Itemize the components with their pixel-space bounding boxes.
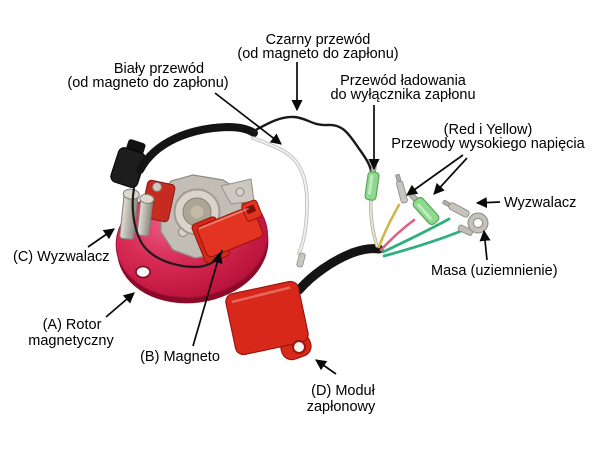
label-przewod-ladowania-line2: do wyłącznika zapłonu (330, 87, 475, 103)
charge-wire (369, 197, 378, 247)
arrow-wyzwalacz-right (475, 197, 501, 209)
label-rotor-line2: magnetyczny (28, 333, 114, 349)
label-masa: Masa (uziemnienie) (431, 263, 558, 279)
label-czarny-przewod-line1: Czarny przewód (266, 32, 371, 48)
arrow-masa (479, 229, 491, 261)
label-przewod-ladowania-line1: Przewód ładowania (340, 73, 467, 89)
pink-wire (379, 218, 416, 252)
arrow-wysokie-napiecie-2 (433, 157, 468, 195)
charge-wire-connector-green (364, 163, 380, 201)
trigger-screw (152, 182, 162, 192)
label-magneto: (B) Magneto (140, 349, 220, 365)
label-bialy-przewod-line1: Biały przewód (114, 61, 204, 77)
green-trigger-wire (381, 217, 451, 254)
label-modul-line2: zapłonowy (307, 399, 376, 415)
stator-bore-center (190, 205, 204, 219)
arrow-magneto (192, 251, 223, 347)
label-przewody-wn-line1: (Red i Yellow) (444, 122, 533, 138)
green-ground-wire (382, 229, 463, 258)
bracket-screw (235, 187, 245, 197)
label-rotor-line1: (A) Rotor (43, 317, 102, 333)
ignition-module (225, 280, 312, 361)
stator-cable-sheath (136, 122, 258, 174)
label-wyzwalacz-c: (C) Wyzwalacz (13, 249, 110, 265)
cable-grommet (110, 139, 146, 188)
label-bialy-przewod-line2: (od magneto do zapłonu) (67, 75, 228, 91)
black-wire (252, 115, 373, 173)
arrow-bialy-przewod (214, 92, 282, 145)
magneto-coil (191, 199, 264, 264)
label-modul-line1: (D) Moduł (311, 383, 375, 399)
label-przewody-wn-line2: Przewody wysokiego napięcia (391, 136, 585, 152)
white-wire-terminal (296, 252, 306, 268)
yellow-wire (377, 203, 401, 249)
arrow-wysokie-napiecie-1 (406, 154, 464, 196)
white-wire (252, 137, 309, 254)
arrow-modul (315, 359, 337, 375)
module-tab-hole (292, 340, 306, 354)
yellow-wire-terminal (395, 173, 408, 204)
trigger-wire-terminal (442, 199, 470, 218)
arrow-rotor (105, 292, 135, 318)
harness-cable-sheath (294, 244, 384, 295)
pink-wire-connector-green (408, 192, 440, 226)
label-wyzwalacz-right: Wyzwalacz (504, 195, 576, 211)
module-body (225, 280, 309, 356)
arrow-wyzwalacz-c (87, 228, 115, 248)
label-czarny-przewod-line2: (od magneto do zapłonu) (237, 46, 398, 62)
rotor-mounting-hole (135, 265, 151, 279)
ground-ring-terminal (457, 212, 489, 236)
